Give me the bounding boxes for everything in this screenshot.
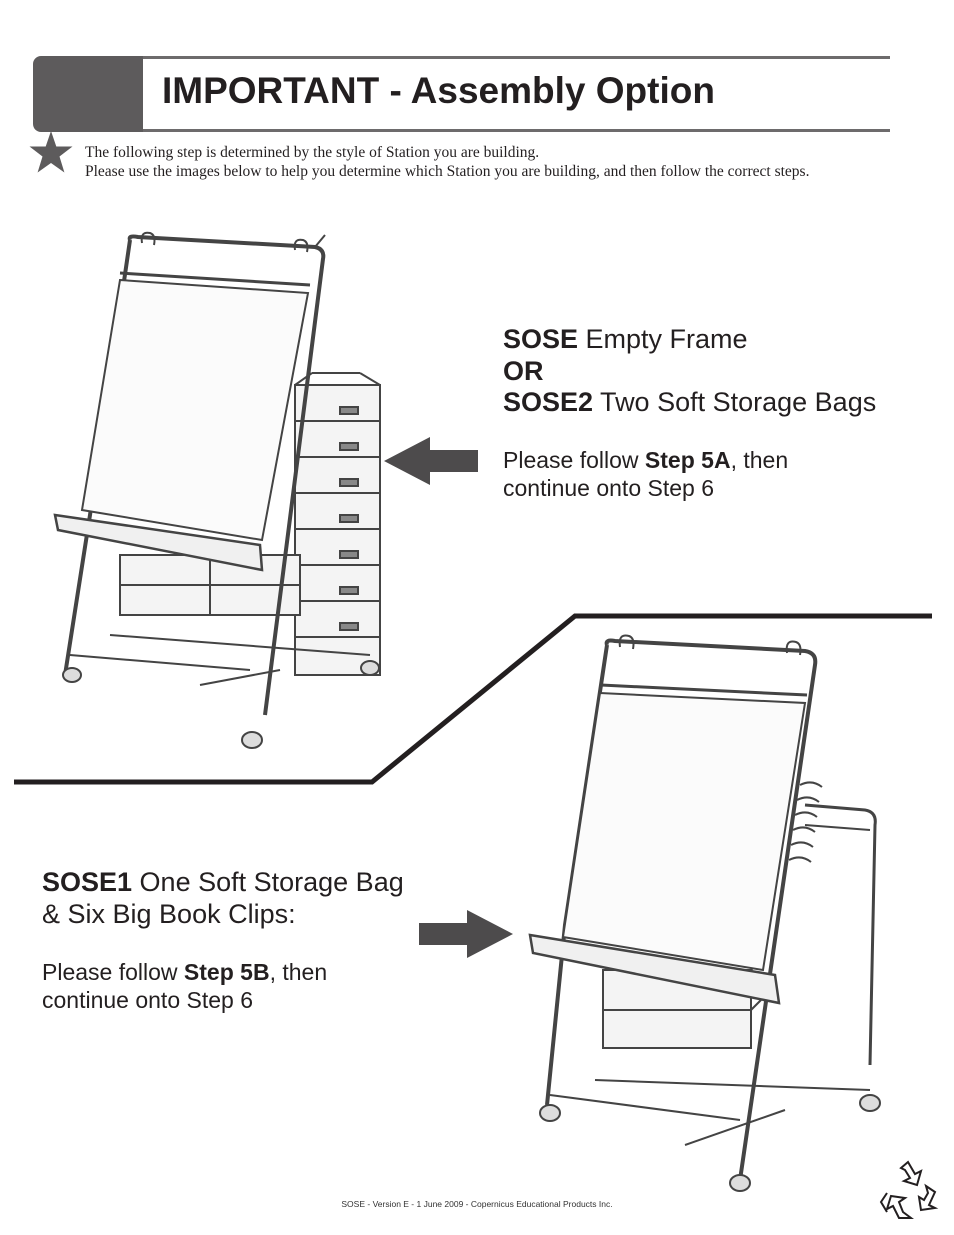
option-b-follow-line-2: continue onto Step 6: [42, 987, 253, 1013]
star-icon: [29, 131, 73, 173]
intro-line-1: The following step is determined by the …: [85, 144, 540, 161]
option-a-step: Step 5A: [644, 447, 731, 473]
option-a-desc: Empty Frame: [578, 324, 748, 354]
option-a-follow-line-2: continue onto Step 6: [503, 475, 714, 501]
option-b-code: SOSE1: [42, 867, 133, 897]
option-a-follow-pre: Please follow: [503, 447, 645, 473]
option-a-heading: SOSE Empty Frame OR SOSE2 Two Soft Stora…: [503, 324, 876, 419]
option-b-follow-post: , then: [269, 959, 328, 985]
option-a-follow-post: , then: [730, 447, 789, 473]
footer-text: SOSE - Version E - 1 June 2009 - Coperni…: [341, 1199, 613, 1209]
station-illustration-drawers: [53, 231, 381, 749]
option-a-desc-2: Two Soft Storage Bags: [593, 387, 877, 417]
option-b-desc-2: & Six Big Book Clips:: [42, 898, 296, 929]
page-title: IMPORTANT - Assembly Option: [162, 70, 715, 111]
option-a-code: SOSE: [503, 324, 579, 354]
option-b-desc: One Soft Storage Bag: [132, 867, 404, 897]
recycle-icon: [879, 1160, 939, 1219]
option-a-instructions: Please follow Step 5A, then continue ont…: [503, 446, 788, 502]
header-block: [33, 56, 143, 132]
header-rule-bottom: [143, 129, 890, 132]
option-b-step: Step 5B: [183, 959, 270, 985]
option-b-heading: SOSE1 One Soft Storage Bag & Six Big Boo…: [42, 867, 404, 930]
header-rule-top: [143, 56, 890, 59]
arrow-left-icon: [384, 437, 478, 485]
arrow-right-icon: [419, 910, 513, 958]
option-b-instructions: Please follow Step 5B, then continue ont…: [42, 958, 327, 1014]
station-illustration-clips: [528, 634, 881, 1192]
option-a-or: OR: [503, 355, 544, 386]
option-b-follow-pre: Please follow: [42, 959, 184, 985]
intro-line-2: Please use the images below to help you …: [85, 162, 810, 180]
option-a-code-2: SOSE2: [503, 387, 594, 417]
intro-text: The following step is determined by the …: [85, 144, 809, 181]
